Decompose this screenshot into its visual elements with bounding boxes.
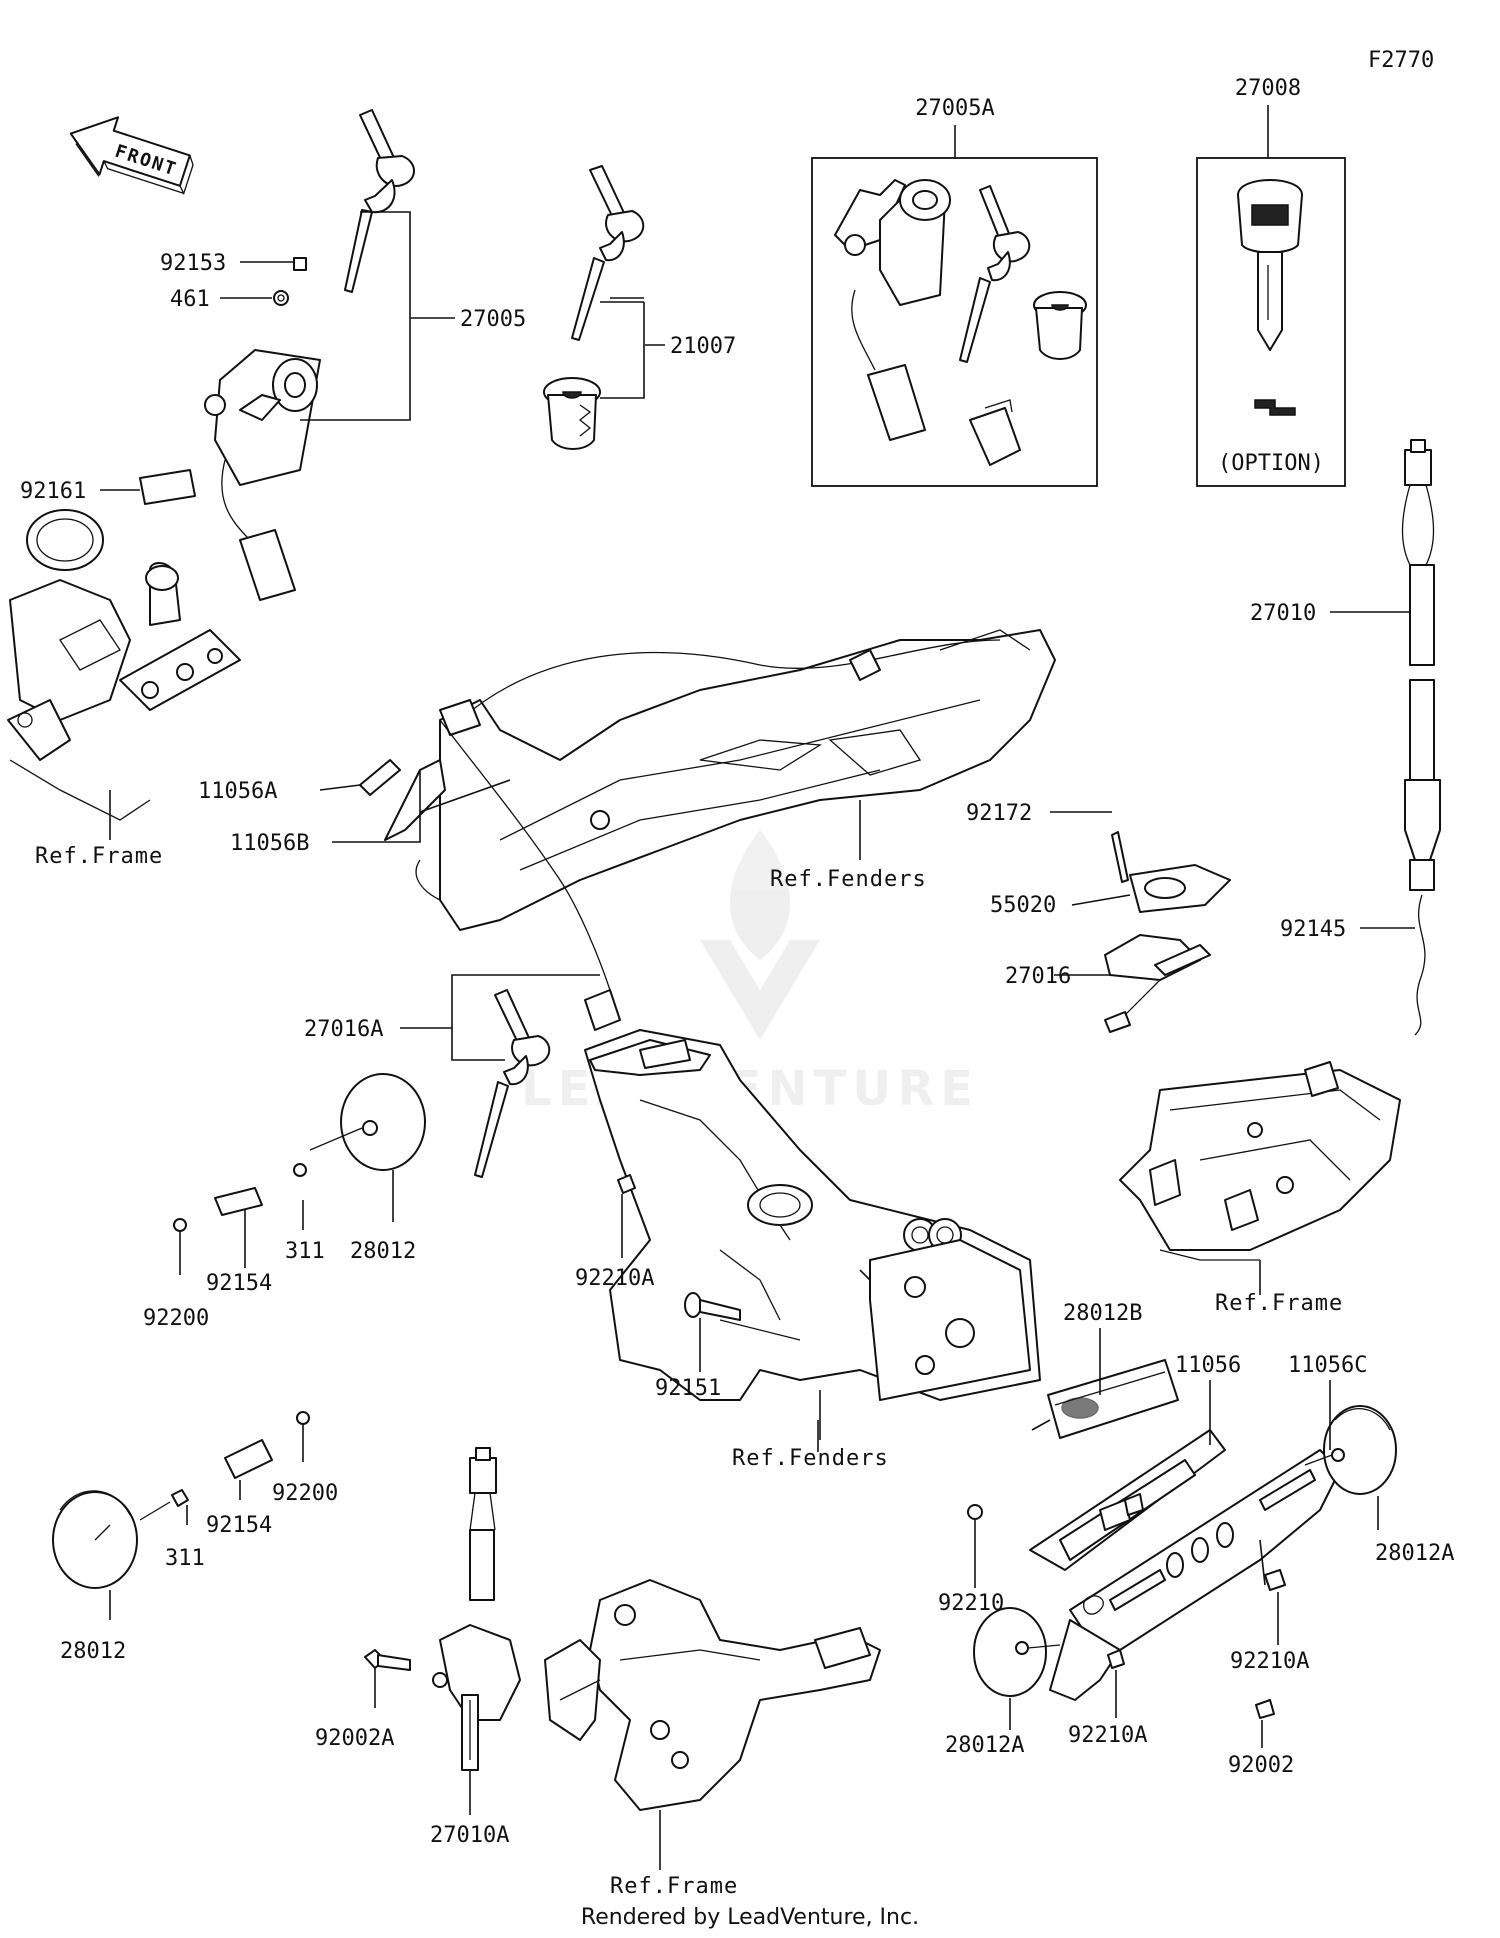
- callout-27016: 27016: [1005, 964, 1071, 989]
- callout-11056C: 11056C: [1288, 1353, 1367, 1378]
- callout-92200-lower: 92200: [272, 1481, 338, 1506]
- ignition-kit-contents: [834, 179, 1087, 466]
- callout-92210A-right: 92210A: [1230, 1649, 1309, 1674]
- rear-reflector-plate: [1047, 1359, 1179, 1439]
- front-arrow: FRONT: [69, 116, 194, 196]
- callout-28012A-right: 28012A: [1375, 1541, 1454, 1566]
- ref-frame-left: Ref.Frame: [35, 844, 163, 869]
- ref-frame-bottom: Ref.Frame: [610, 1874, 738, 1899]
- frame-section-right: [1119, 1061, 1401, 1261]
- option-key-box: [1196, 157, 1346, 487]
- callout-92002A: 92002A: [315, 1726, 394, 1751]
- callout-92154-lower: 92154: [206, 1513, 272, 1538]
- license-bracket: [1029, 1429, 1341, 1701]
- callout-92172: 92172: [966, 801, 1032, 826]
- bracket-hardware: [967, 1405, 1397, 1719]
- callout-27005: 27005: [460, 307, 526, 332]
- callout-55020: 55020: [990, 893, 1056, 918]
- callout-21007: 21007: [670, 334, 736, 359]
- callout-27010A: 27010A: [430, 1823, 509, 1848]
- callouts: 27005A 27008 92153 461 27005 21007 92161…: [20, 76, 1454, 1848]
- callout-28012-lower: 28012: [60, 1639, 126, 1664]
- callout-28012-upper: 28012: [350, 1239, 416, 1264]
- footer-credit: Rendered by LeadVenture, Inc.: [580, 1905, 920, 1930]
- callout-92210: 92210: [938, 1591, 1004, 1616]
- reference-labels: Ref.Frame Ref.Fenders Ref.Frame Ref.Fend…: [35, 844, 1343, 1899]
- callout-27010: 27010: [1250, 601, 1316, 626]
- reflector-upper-left: [173, 1073, 426, 1232]
- lower-lock-switch: [364, 1447, 521, 1771]
- rear-fender-upper: [415, 629, 1056, 1031]
- callout-92200-upper: 92200: [143, 1306, 209, 1331]
- callout-27005A: 27005A: [915, 96, 994, 121]
- seat-lock-cable: [1401, 439, 1441, 1036]
- frame-section-left: [7, 509, 241, 821]
- callout-11056B: 11056B: [230, 831, 309, 856]
- leader-lines: [100, 105, 1415, 1870]
- figure-code: F2770: [1368, 48, 1435, 73]
- option-label: (OPTION): [1218, 451, 1324, 476]
- callout-92161: 92161: [20, 479, 86, 504]
- callout-11056A: 11056A: [198, 779, 277, 804]
- ref-fenders-lower: Ref.Fenders: [732, 1446, 889, 1471]
- callout-92210A-lower: 92210A: [1068, 1723, 1147, 1748]
- seat-lock-unit: [1104, 831, 1231, 1033]
- callout-27016A: 27016A: [304, 1017, 383, 1042]
- reflector-lower-left: [52, 1411, 310, 1589]
- callout-11056: 11056: [1175, 1353, 1241, 1378]
- callout-92145: 92145: [1280, 917, 1346, 942]
- callout-311-upper: 311: [285, 1239, 325, 1264]
- callout-92210A-center: 92210A: [575, 1266, 654, 1291]
- seat-lock-keys: [474, 989, 551, 1178]
- callout-28012B: 28012B: [1063, 1301, 1142, 1326]
- callout-92151: 92151: [655, 1376, 721, 1401]
- callout-28012A-lower: 28012A: [945, 1733, 1024, 1758]
- callout-311-lower: 311: [165, 1546, 205, 1571]
- callout-92002: 92002: [1228, 1753, 1294, 1778]
- key-and-cylinder-set: [543, 165, 645, 450]
- ref-frame-right: Ref.Frame: [1215, 1291, 1343, 1316]
- callout-92153: 92153: [160, 251, 226, 276]
- frame-section-bottom: [544, 1579, 881, 1811]
- ref-fenders-upper: Ref.Fenders: [770, 867, 927, 892]
- blank-key: [1237, 179, 1303, 416]
- ignition-switch-assembly: [139, 109, 415, 601]
- callout-92154-upper: 92154: [206, 1271, 272, 1296]
- mounting-clips: [359, 759, 446, 841]
- callout-461: 461: [170, 287, 210, 312]
- callout-27008: 27008: [1235, 76, 1301, 101]
- fender-fasteners: [617, 1174, 741, 1321]
